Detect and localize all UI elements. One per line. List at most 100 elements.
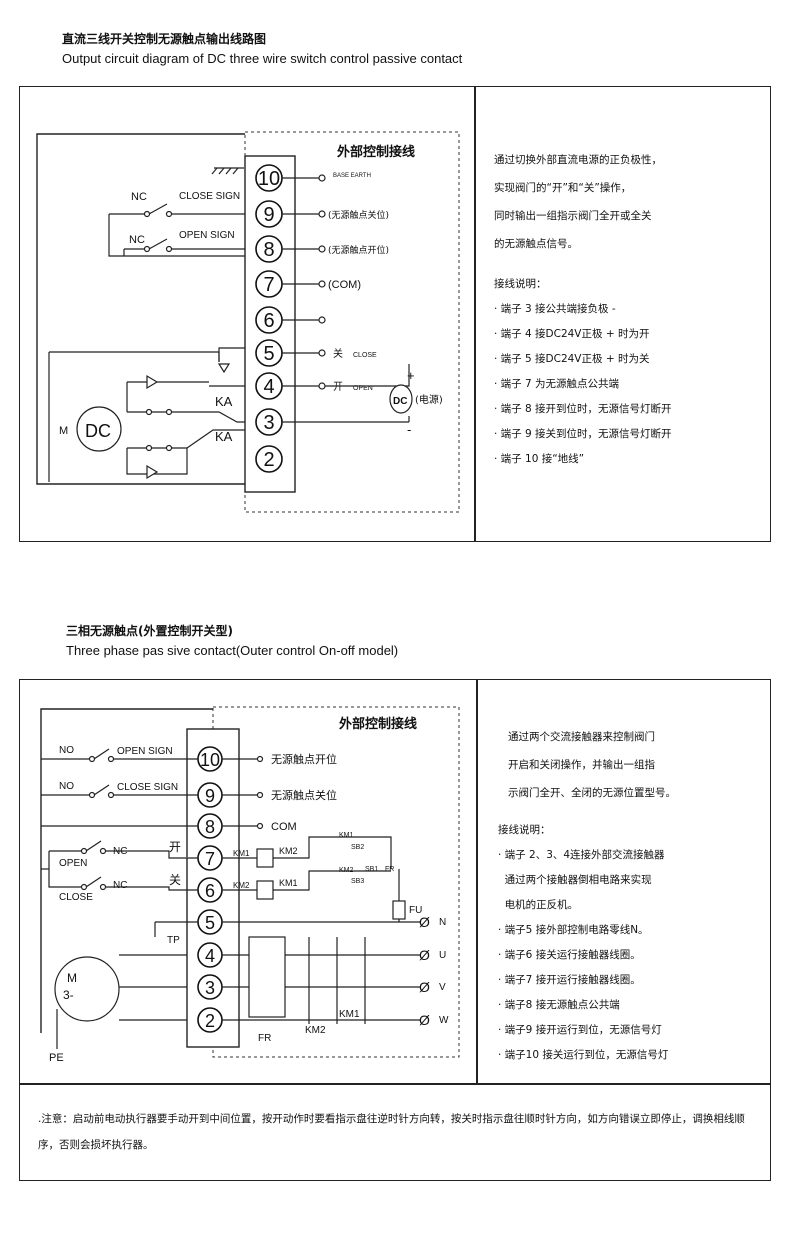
terminal2-8-label: 8 xyxy=(205,817,215,837)
section1-title-en: Output circuit diagram of DC three wire … xyxy=(62,51,463,66)
fu-fuse-icon xyxy=(392,900,406,920)
section2-description: 通过两个交流接触器来控制阀门开启和关闭操作，并输出一组指示阀门全开、全闭的无源位… xyxy=(508,723,676,807)
dc-source-label: DC xyxy=(393,396,407,407)
terminal-5-label: 5 xyxy=(263,343,274,365)
plus-label: + xyxy=(407,368,415,383)
phi-v-symbol: Ø xyxy=(419,979,430,995)
wiring-item: · 端子 9 接关到位时，无源信号灯断开 xyxy=(494,428,672,440)
nc2-label: NC xyxy=(129,234,145,246)
section2-note: .注意：启动前电动执行器要手动开到中间位置，按开动作时要看指示盘往逆时针方向转，… xyxy=(38,1113,745,1151)
km1-coil-label: KM1 xyxy=(233,849,250,858)
section1-divider xyxy=(474,86,476,542)
km2-bottom-label: KM2 xyxy=(305,1025,326,1036)
desc-line: 同时输出一组指示阀门全开或全关 xyxy=(494,210,652,222)
motor-dc-label: DC xyxy=(85,421,111,441)
wiring-item: · 端子 7 为无源触点公共端 xyxy=(494,378,620,390)
km1-label-coil: KM1 xyxy=(279,878,298,888)
km2-coil-label: KM2 xyxy=(233,881,250,890)
terminal-circles xyxy=(255,164,283,473)
section2-circuit-diagram: 外部控制接线 10 9 8 7 6 5 4 3 2 无源触点开位 无源触点关位 … xyxy=(40,706,460,1064)
wiring-item: · 端子 4 接DC24V正极 + 时为开 xyxy=(494,328,650,340)
wiring-item: · 端子 10 接“地线” xyxy=(494,453,585,465)
t9-label-2: 无源触点关位 xyxy=(271,788,337,802)
terminal-4-label: 4 xyxy=(263,376,274,398)
tp-label: TP xyxy=(167,935,180,946)
km2-small-label: KM2 xyxy=(339,867,354,874)
diode-icon-3 xyxy=(217,363,231,374)
nc1-label: NC xyxy=(131,191,147,203)
desc-line: 的无源触点信号。 xyxy=(494,238,578,250)
section2-title-cn: 三相无源触点(外置控制开关型) xyxy=(66,624,233,638)
km2-coil-icon xyxy=(256,880,274,900)
wiring-item: · 端子8 接无源触点公共端 xyxy=(498,999,620,1011)
motor-m-label: M xyxy=(59,425,68,437)
open-label-2: OPEN xyxy=(59,858,87,869)
fr-relay-icon xyxy=(248,936,286,1018)
t9-label: (无源触点关位) xyxy=(328,209,389,221)
section1-description: 通过切换外部直流电源的正负极性，实现阀门的“开”和“关”操作，同时输出一组指示阀… xyxy=(494,146,662,258)
pe-label: PE xyxy=(49,1052,64,1064)
wiring-item: 通过两个接触器倒相电路来实现 xyxy=(498,874,652,886)
v-label: V xyxy=(439,982,446,993)
section1-title-cn: 直流三线开关控制无源触点输出线路图 xyxy=(62,32,267,46)
section1-circuit-diagram: 外部控制接线 10 9 8 7 6 5 4 3 2 BASE EARTH (无源… xyxy=(36,131,460,513)
motor-dc-icon xyxy=(76,406,122,452)
open-sign-label-2: OPEN SIGN xyxy=(117,746,173,757)
km1-coil-icon xyxy=(256,848,274,868)
close-label-2: CLOSE xyxy=(59,892,93,903)
terminal-8-label: 8 xyxy=(263,239,274,261)
phi-u-symbol: Ø xyxy=(419,947,430,963)
terminal-6-label: 6 xyxy=(263,310,274,332)
motor-m-label-2: M xyxy=(67,971,77,985)
base-earth-label: BASE EARTH xyxy=(333,173,371,179)
wiring-item: · 端子 5 接DC24V正极 + 时为关 xyxy=(494,353,650,365)
desc-line: 实现阀门的“开”和“关”操作， xyxy=(494,182,632,194)
section1-wiring-list: · 端子 3 接公共端接负极 - · 端子 4 接DC24V正极 + 时为开 · 端… xyxy=(494,297,672,472)
terminal-7-label: 7 xyxy=(263,274,274,296)
terminal-circles-2 xyxy=(197,746,223,1033)
km2-label-coil: KM2 xyxy=(279,846,298,856)
ka1-label: KA xyxy=(215,394,233,409)
section1-panel xyxy=(19,86,771,542)
motor-3phase-icon xyxy=(54,956,120,1022)
desc-line: 开启和关闭操作，并输出一组指 xyxy=(508,759,655,771)
t4-label-en: OPEN xyxy=(353,385,373,392)
phi-w-symbol: Ø xyxy=(419,1012,430,1028)
terminal-10-label: 10 xyxy=(258,168,280,190)
t8-label-2: COM xyxy=(271,821,297,833)
desc-line: 示阀门全开、全闭的无源位置型号。 xyxy=(508,787,676,799)
diode-icon-2 xyxy=(146,464,159,480)
terminal2-4-label: 4 xyxy=(205,946,215,966)
t5-label-cn: 关 xyxy=(333,347,343,360)
wiring-item: · 端子6 接关运行接触器线圈。 xyxy=(498,949,641,961)
km1-bottom-label: KM1 xyxy=(339,1009,360,1020)
terminal2-10-label: 10 xyxy=(200,750,220,770)
nc1-label-2: NC xyxy=(113,846,127,857)
motor-3-label: 3- xyxy=(63,988,74,1002)
desc-line: 通过两个交流接触器来控制阀门 xyxy=(508,731,655,743)
t8-label: (无源触点开位) xyxy=(328,244,389,256)
terminal2-3-label: 3 xyxy=(205,978,215,998)
open-sign-label: OPEN SIGN xyxy=(179,230,235,241)
wiring-item: · 端子 8 接开到位时，无源信号灯断开 xyxy=(494,403,672,415)
fr-small-label: FR xyxy=(385,866,394,873)
w-label: W xyxy=(439,1015,449,1026)
section2-title-en: Three phase pas sive contact(Outer contr… xyxy=(66,643,399,658)
kai-label: 开 xyxy=(169,840,181,854)
terminal-9-label: 9 xyxy=(263,204,274,226)
phi-n-symbol: Ø xyxy=(419,914,430,930)
terminal2-2-label: 2 xyxy=(205,1011,215,1031)
terminal-2-label: 2 xyxy=(263,449,274,471)
t4-label-cn: 开 xyxy=(333,382,343,393)
fu-label: FU xyxy=(409,905,422,916)
diode-icon xyxy=(146,374,159,390)
terminal-2 xyxy=(255,445,283,473)
km1-small-label: KM1 xyxy=(339,832,354,839)
terminal2-9-label: 9 xyxy=(205,786,215,806)
wiring-item: · 端子9 接开运行到位，无源信号灯 xyxy=(498,1024,662,1036)
t7-label: (COM) xyxy=(328,279,361,291)
sb1-label: SB1 xyxy=(365,866,378,873)
terminal2-7-label: 7 xyxy=(205,849,215,869)
wiring-item: · 端子5 接外部控制电路零线N。 xyxy=(498,924,649,936)
wiring-item: · 端子 3 接公共端接负极 - xyxy=(494,303,616,315)
